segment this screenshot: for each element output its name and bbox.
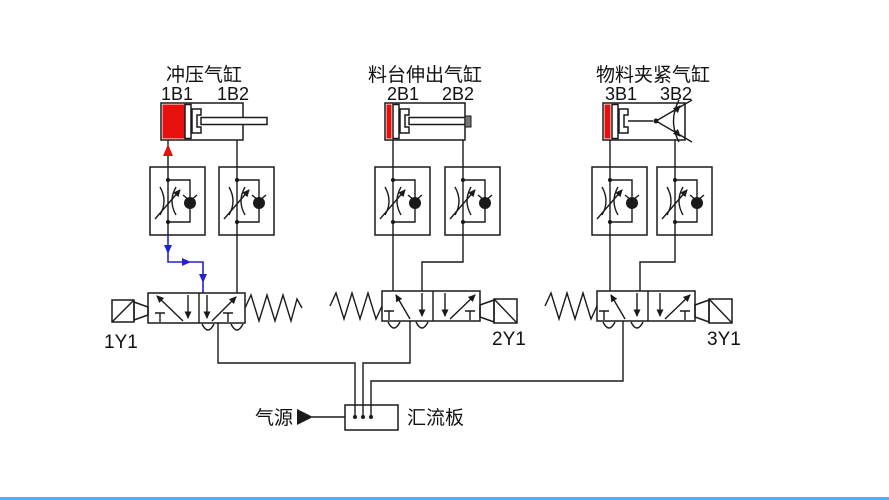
valve-label-2y1: 2Y1 bbox=[492, 329, 526, 350]
blocked-port-icon bbox=[599, 310, 609, 320]
cylinder-title: 料台伸出气缸 bbox=[368, 64, 482, 86]
piston bbox=[611, 103, 619, 140]
gripper-jaw-arc bbox=[672, 99, 680, 143]
tube-supply bbox=[362, 321, 411, 417]
flow-path-icon bbox=[395, 294, 411, 320]
flow-control-valve-icon[interactable] bbox=[657, 167, 712, 235]
exhaust-icon bbox=[230, 323, 244, 331]
sensor-label-3b2: 3B2 bbox=[660, 84, 692, 104]
flow-path-icon bbox=[664, 294, 691, 320]
air-source-label: 气源 bbox=[255, 407, 293, 429]
manifold-assembly[interactable] bbox=[297, 404, 399, 431]
exhaust-icon bbox=[387, 321, 401, 329]
valve-label-1y1: 1Y1 bbox=[104, 332, 138, 353]
exhaust-icon bbox=[602, 321, 616, 329]
tube bbox=[421, 235, 464, 291]
flow-control-valve-icon[interactable] bbox=[219, 167, 274, 235]
flow-control-valve-icon[interactable] bbox=[445, 167, 500, 235]
blocked-port-icon bbox=[465, 310, 475, 320]
blocked-port-icon bbox=[223, 312, 233, 322]
flow-control-valve-icon[interactable] bbox=[150, 167, 205, 235]
solenoid-valve-1[interactable] bbox=[111, 292, 303, 331]
pressurized-chamber bbox=[604, 104, 611, 139]
exhaust-icon bbox=[630, 321, 644, 329]
valve-body bbox=[147, 292, 246, 324]
flow-path-icon bbox=[610, 294, 626, 320]
piston bbox=[392, 103, 400, 140]
cylinder-3-gripper[interactable] bbox=[602, 99, 693, 143]
cylinder-title: 冲压气缸 bbox=[166, 64, 242, 86]
tube-supply bbox=[217, 323, 356, 417]
tube bbox=[639, 235, 676, 291]
pressurized-chamber bbox=[386, 104, 392, 139]
group-clamping: 物料夹紧气缸 3B1 3B2 bbox=[370, 64, 741, 417]
flow-arrow-blue-icon bbox=[199, 274, 207, 283]
sensor-label-1b1: 1B1 bbox=[161, 84, 193, 104]
solenoid-coil-icon bbox=[694, 298, 733, 324]
solenoid-coil-icon bbox=[111, 299, 149, 323]
gripper-arrow-icon bbox=[672, 128, 681, 137]
flow-arrow-blue-icon bbox=[164, 245, 172, 254]
piston bbox=[184, 103, 192, 140]
rod-tip bbox=[464, 115, 472, 128]
flow-control-valve-icon[interactable] bbox=[592, 167, 647, 235]
piston-magnet-bracket bbox=[618, 108, 629, 134]
group-stamping: 冲压气缸 1B1 1B2 bbox=[104, 64, 356, 417]
cylinder-title: 物料夹紧气缸 bbox=[596, 64, 710, 86]
manifold-label: 汇流板 bbox=[407, 407, 464, 429]
blocked-port-icon bbox=[384, 310, 394, 320]
group-table-extend: 料台伸出气缸 2B1 2B2 bbox=[329, 64, 526, 417]
sensor-label-1b2: 1B2 bbox=[217, 84, 249, 104]
bottom-progress-bar[interactable] bbox=[0, 497, 889, 500]
sensor-label-3b1: 3B1 bbox=[605, 84, 637, 104]
cylinder-2[interactable] bbox=[384, 102, 472, 141]
piston-magnet-bracket bbox=[191, 108, 202, 134]
blocked-port-icon bbox=[680, 310, 690, 320]
return-spring-icon bbox=[244, 292, 303, 324]
valve-label-3y1: 3Y1 bbox=[707, 329, 741, 350]
flow-arrow-blue-icon bbox=[182, 258, 191, 266]
flow-arrow-red-icon bbox=[163, 144, 173, 156]
gripper-arrow-icon bbox=[672, 105, 681, 114]
exhaust-icon bbox=[201, 323, 215, 331]
exhaust-icon bbox=[415, 321, 429, 329]
sensor-label-2b1: 2B1 bbox=[387, 84, 419, 104]
sensor-label-2b2: 2B2 bbox=[442, 84, 474, 104]
piston-magnet-bracket bbox=[399, 108, 410, 134]
flow-path-icon bbox=[449, 294, 476, 320]
flow-path-icon bbox=[211, 296, 237, 322]
blocked-port-icon bbox=[155, 312, 165, 322]
solenoid-valve-3[interactable] bbox=[544, 290, 733, 329]
air-source-icon bbox=[297, 409, 313, 425]
piston-rod bbox=[200, 116, 268, 126]
cylinder-1[interactable] bbox=[160, 102, 268, 141]
return-spring-icon bbox=[544, 290, 598, 322]
piston-rod bbox=[408, 116, 466, 126]
tube-supply bbox=[370, 321, 624, 417]
solenoid-valve-2[interactable] bbox=[329, 290, 518, 329]
return-spring-icon bbox=[329, 290, 383, 322]
solenoid-coil-icon bbox=[479, 298, 518, 324]
flow-control-valve-icon[interactable] bbox=[375, 167, 430, 235]
flow-path-icon bbox=[156, 295, 184, 322]
pressurized-chamber bbox=[162, 104, 185, 139]
